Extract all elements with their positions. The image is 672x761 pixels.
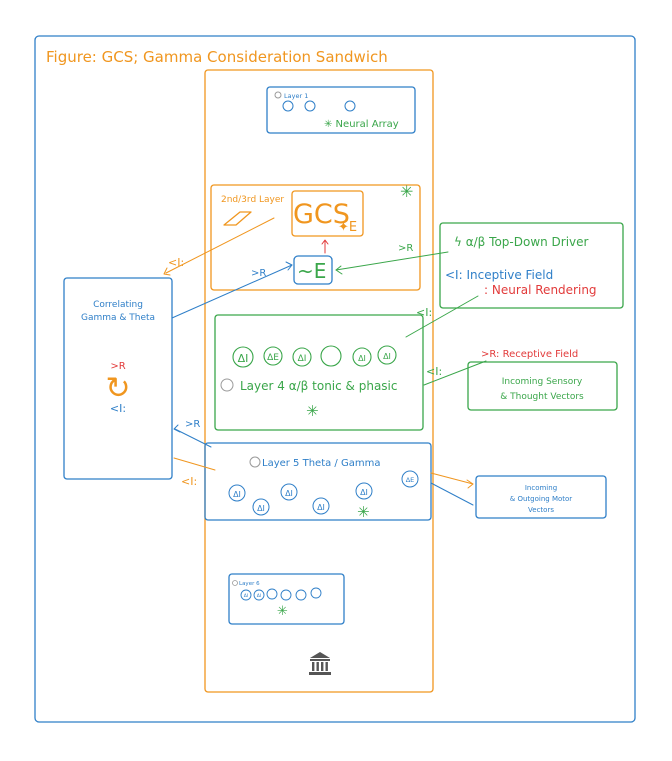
sensory-line-1: Incoming Sensory — [502, 377, 583, 387]
l4-cell: ΔE — [263, 346, 283, 366]
layer6-marker-icon — [232, 580, 238, 586]
layer4-marker-icon — [220, 378, 234, 392]
l4-cell: ΔI — [292, 347, 312, 367]
motor-line-1: Incoming — [525, 484, 557, 492]
outer-frame — [34, 35, 636, 723]
left-i-label: <I: — [110, 402, 126, 415]
correlating-title-1: Correlating — [93, 300, 143, 310]
neural-rendering: : Neural Rendering — [484, 283, 597, 297]
building-icon — [309, 652, 331, 675]
tilde-e-box — [293, 255, 333, 285]
driver-title: ϟ α/β Top-Down Driver — [454, 235, 589, 249]
l6-cell: ΔI — [240, 589, 252, 601]
l5-cell: ΔI — [280, 483, 298, 501]
svg-text:ΔI: ΔI — [244, 593, 248, 599]
correlating-title-2: Gamma & Theta — [81, 313, 155, 323]
connectors: <I: >R >R <I: <I: >R <I: — [163, 217, 487, 506]
layer-6: Layer 6 ΔI ΔI ✳ — [228, 573, 345, 625]
edge-label-i-orange-top: <I: — [168, 256, 184, 269]
tilde-e-label: ~E — [297, 259, 326, 283]
cycle-icon: ↻ — [105, 371, 130, 406]
l4-cell: ΔI — [232, 346, 254, 368]
edge-label-r-blue-left: >R — [185, 419, 200, 430]
svg-text:ΔE: ΔE — [267, 353, 279, 363]
layer4-label: Layer 4 α/β tonic & phasic — [240, 379, 397, 393]
parallelogram-icon — [223, 211, 252, 226]
svg-text:ΔI: ΔI — [285, 489, 293, 498]
layer6-label: Layer 6 — [239, 581, 260, 587]
layer6-star-icon: ✳ — [277, 604, 288, 619]
layer-1: Layer 1 ✳ Neural Array — [266, 86, 416, 134]
motor-line-3: Vectors — [528, 506, 554, 514]
svg-text:ΔI: ΔI — [233, 490, 241, 499]
neuron — [344, 100, 356, 112]
layer23-label: 2nd/3rd Layer — [221, 195, 284, 205]
edge-label-r-blue-tilde: >R — [251, 268, 266, 279]
l5-cell: ΔI — [228, 484, 246, 502]
layer-5: Layer 5 Theta / Gamma ΔI ΔI ΔI ΔI ΔI ΔE … — [204, 442, 432, 521]
gcs-box — [291, 190, 364, 237]
l6-cell: ΔI — [253, 589, 265, 601]
l4-cell: ΔI — [377, 345, 397, 365]
left-r-label: >R — [110, 361, 125, 372]
figure-title: Figure: GCS; Gamma Consideration Sandwic… — [46, 48, 388, 66]
layer5-label: Layer 5 Theta / Gamma — [262, 458, 380, 469]
layer4-star-icon: ✳ — [306, 402, 319, 420]
l5-cell: ΔI — [355, 482, 373, 500]
svg-text:ΔI: ΔI — [360, 488, 368, 497]
neuron — [304, 100, 316, 112]
motor-line-2: & Outgoing Motor — [510, 495, 573, 503]
l6-cell — [310, 587, 322, 599]
svg-text:ΔI: ΔI — [298, 354, 307, 364]
l6-cell — [280, 589, 292, 601]
svg-text:ΔI: ΔI — [257, 593, 261, 599]
l5-cell: ΔI — [312, 497, 330, 515]
sparkle-icon: ✳ — [400, 182, 413, 201]
edge-label-r-green-driver: >R — [398, 243, 413, 254]
layer5-star-icon: ✳ — [357, 503, 370, 521]
inceptive-field: <I: Inceptive Field — [445, 268, 553, 282]
layer-2-3: 2nd/3rd Layer GCS ✦E ✳ ~E — [210, 182, 421, 291]
gcs-subscript: ✦E — [338, 220, 357, 235]
svg-text:ΔI: ΔI — [358, 354, 366, 363]
edge-label-i-orange-left: <I: — [181, 475, 197, 488]
gcs-label: GCS — [293, 199, 350, 230]
svg-text:ΔE: ΔE — [406, 476, 415, 484]
correlating-box: Correlating Gamma & Theta >R ↻ <I: — [63, 277, 173, 480]
motor-box: Incoming & Outgoing Motor Vectors — [475, 475, 607, 519]
svg-text:ΔI: ΔI — [257, 504, 265, 513]
l4-cell — [320, 345, 342, 367]
sensory-box: >R: Receptive Field Incoming Sensory & T… — [467, 349, 618, 411]
driver-box: ϟ α/β Top-Down Driver <I: Inceptive Fiel… — [439, 222, 624, 309]
layer5-marker-icon — [249, 456, 261, 468]
svg-text:ΔI: ΔI — [238, 352, 249, 365]
neuron — [282, 100, 294, 112]
receptive-field: >R: Receptive Field — [481, 349, 578, 360]
l4-cell: ΔI — [352, 347, 372, 367]
layer1-label: Layer 1 — [284, 92, 308, 100]
l6-cell — [266, 588, 278, 600]
layer1-marker-icon — [274, 91, 282, 99]
neural-array-label: ✳ Neural Array — [324, 119, 399, 130]
l5-cell: ΔE — [401, 470, 419, 488]
edge-label-i-green-l4: <I: — [416, 306, 432, 319]
edge-label-i-green-sensory: <I: — [426, 365, 442, 378]
svg-text:ΔI: ΔI — [383, 352, 391, 361]
l5-cell: ΔI — [252, 498, 270, 516]
sensory-line-2: & Thought Vectors — [500, 392, 584, 402]
svg-text:ΔI: ΔI — [317, 503, 325, 512]
l6-cell — [295, 589, 307, 601]
layer-4: ΔI ΔE ΔI ΔI ΔI Layer 4 α/β tonic & phasi… — [214, 314, 424, 431]
